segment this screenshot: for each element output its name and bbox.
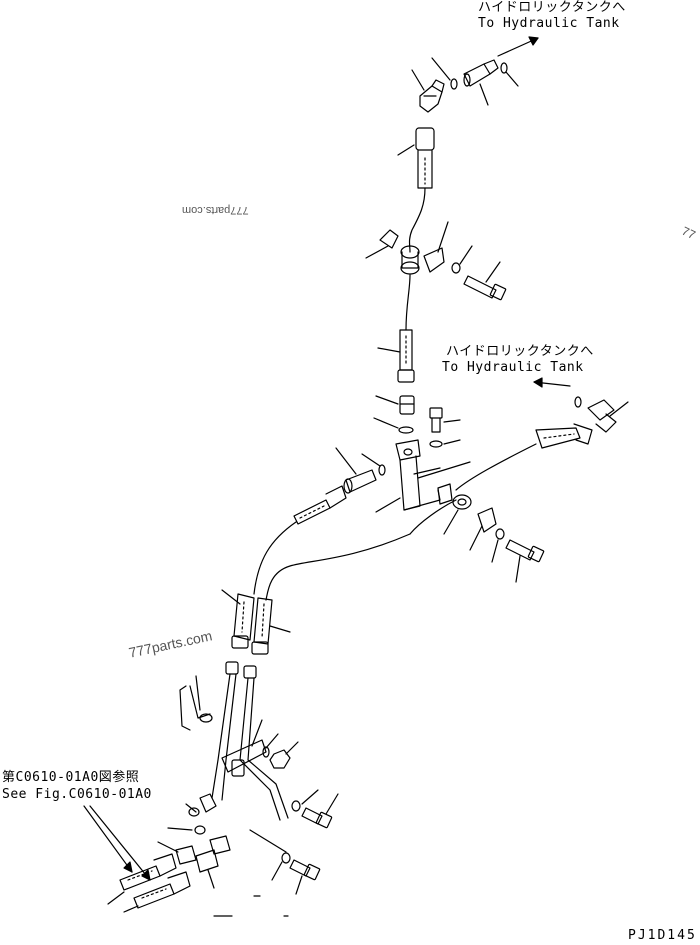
reference-label-en: See Fig.C0610-01A0 xyxy=(2,787,152,802)
hose-upper xyxy=(410,188,426,252)
reference-arrows xyxy=(84,806,150,880)
o-ring-top-2 xyxy=(501,63,507,73)
hose-pair-a xyxy=(254,522,296,594)
hose-fitting-upper xyxy=(416,128,434,188)
tank-label-en-top: To Hydraulic Tank xyxy=(478,16,620,31)
washer-upper xyxy=(452,263,460,273)
washer-plate xyxy=(263,747,269,757)
arrow-to-tank-top xyxy=(498,37,538,56)
hose-long-right xyxy=(456,444,536,490)
washer-lower xyxy=(496,529,504,539)
hose-end-left xyxy=(232,594,254,648)
hose-pair-b xyxy=(266,534,410,600)
bolt-lower-right xyxy=(302,808,332,828)
connector-cluster xyxy=(176,794,230,872)
hose-fitting-right xyxy=(536,424,592,448)
tube-plate xyxy=(222,740,266,776)
tube-fittings-lower xyxy=(212,662,288,820)
reference-label-jp: 第C0610-01A0図参照 xyxy=(2,770,140,785)
elbow-fitting-top xyxy=(420,80,444,112)
bolt-lower xyxy=(506,540,544,562)
u-clamp-left xyxy=(180,686,212,730)
hose-fitting-mid xyxy=(398,330,414,382)
hose-end-right xyxy=(252,598,272,654)
nut-plate xyxy=(270,750,290,768)
bolt-bracket-top xyxy=(430,408,442,432)
callout-line xyxy=(412,70,424,90)
arrow-to-tank-mid xyxy=(534,378,570,387)
elbow-fitting-left xyxy=(344,470,376,493)
clamp-lower xyxy=(438,484,496,532)
washer-bracket-top xyxy=(430,441,442,447)
washer-lower-right xyxy=(292,801,300,811)
bolt-upper xyxy=(464,276,506,300)
o-ring-left xyxy=(379,465,385,475)
clamp-upper xyxy=(380,230,444,274)
union-fitting-top xyxy=(464,60,498,86)
connector-mid xyxy=(400,396,414,414)
drawing-code: PJ1D145 xyxy=(628,928,697,943)
o-ring-right xyxy=(575,397,581,407)
elbow-fitting-right xyxy=(588,400,616,432)
tank-label-en-mid: To Hydraulic Tank xyxy=(442,360,584,375)
o-ring-top xyxy=(451,79,457,89)
bolt-bottom xyxy=(290,860,320,880)
hose-fitting-left xyxy=(294,486,346,524)
mounting-bracket xyxy=(396,440,440,510)
tank-label-jp-mid: ハイドロリックタンクへ xyxy=(446,344,594,359)
o-ring-mid xyxy=(399,427,413,433)
hose-vertical xyxy=(406,275,410,330)
tank-label-jp-top: ハイドロリックタンクへ xyxy=(478,0,626,15)
washer-bottom xyxy=(282,853,290,863)
